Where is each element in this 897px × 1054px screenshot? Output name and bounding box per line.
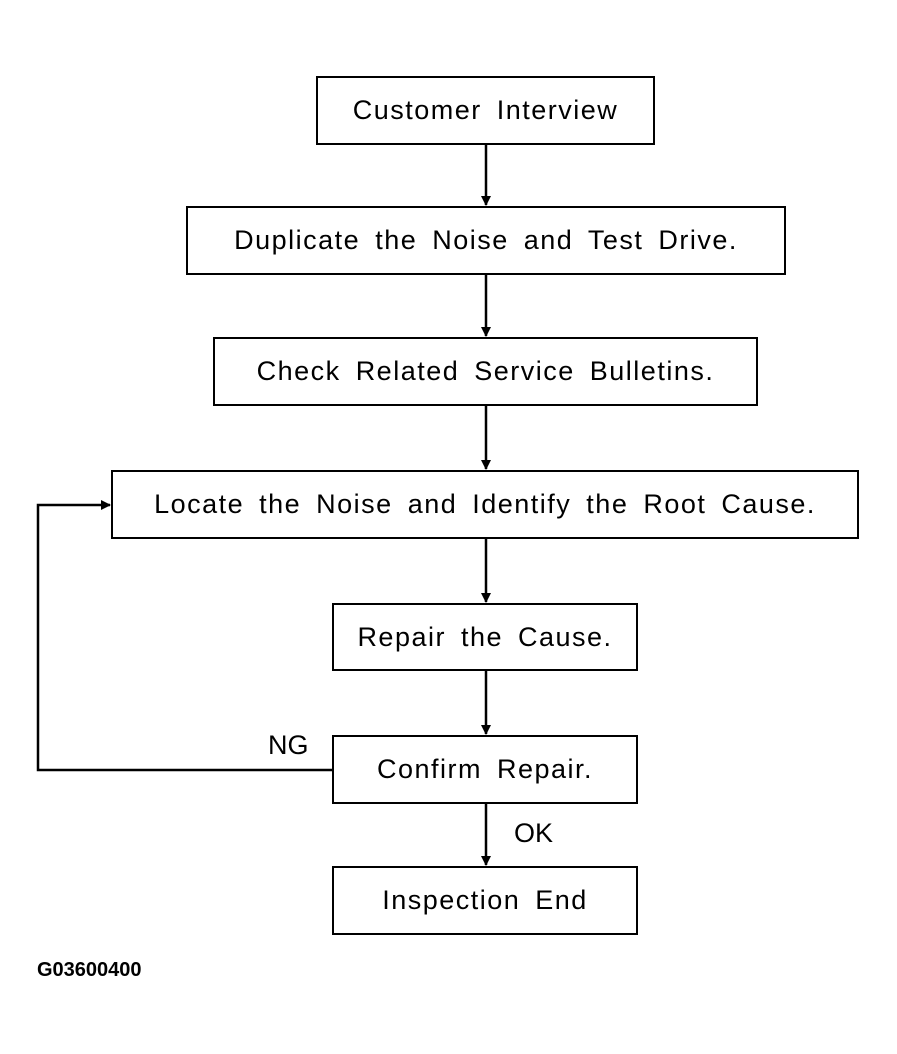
branch-label-ng: NG [268,730,309,760]
step-confirm-repair: Confirm Repair. [332,735,638,804]
step-customer-interview: Customer Interview [316,76,655,145]
step-repair-cause: Repair the Cause. [332,603,638,671]
arrow-ng-loop [36,500,333,772]
figure-code: G03600400 [37,959,142,981]
step-check-bulletins: Check Related Service Bulletins. [213,337,758,406]
step-duplicate-noise: Duplicate the Noise and Test Drive. [186,206,786,275]
step-locate-noise: Locate the Noise and Identify the Root C… [111,470,859,539]
step-inspection-end: Inspection End [332,866,638,935]
branch-label-ok: OK [514,818,554,848]
